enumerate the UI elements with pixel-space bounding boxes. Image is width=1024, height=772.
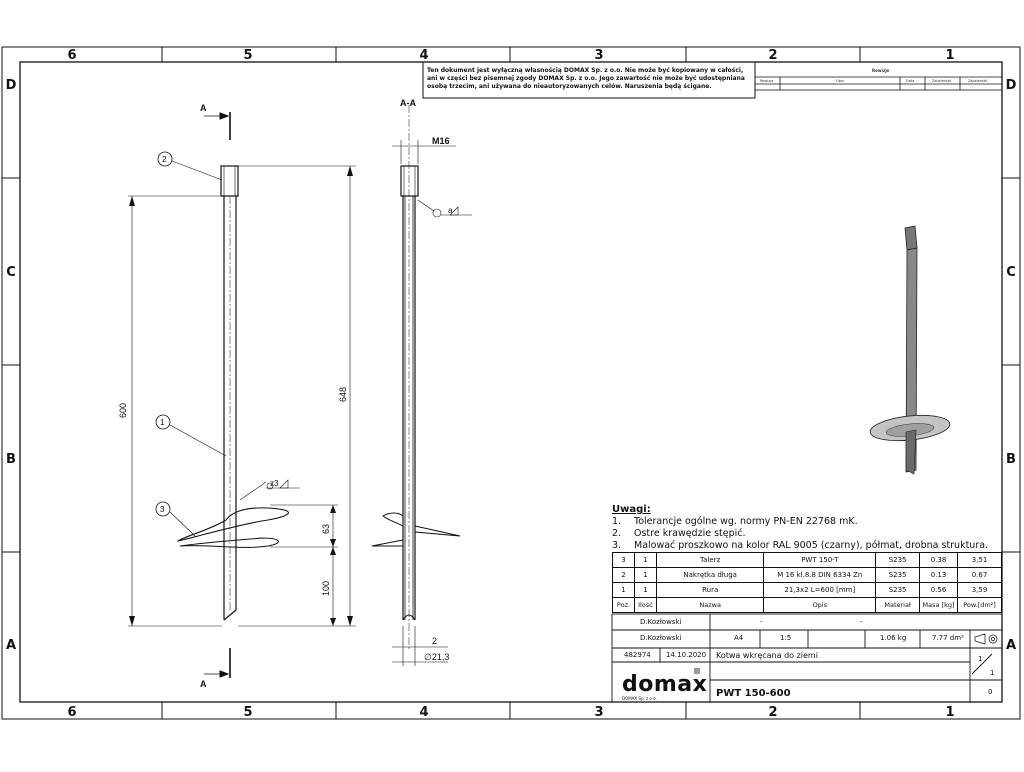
dim-2-label: 2 <box>432 636 437 646</box>
zone-col-1-bottom: 1 <box>945 705 955 720</box>
front-view <box>128 112 356 678</box>
notes-title: Uwagi: <box>612 504 651 515</box>
zone-col-4: 4 <box>419 48 429 63</box>
zone-col-1: 1 <box>945 48 955 63</box>
note-item: 1.Tolerancje ogólne wg. normy PN-EN 2276… <box>612 516 858 527</box>
zone-ticks <box>2 47 1020 719</box>
zone-col-6-bottom: 6 <box>67 705 77 720</box>
zone-col-3-bottom: 3 <box>594 705 604 720</box>
section-label-bottom: A <box>200 679 207 689</box>
sheet-number: 1 <box>978 655 983 663</box>
title-dot-2: - <box>860 618 863 626</box>
balloon-3-label: 3 <box>160 505 165 514</box>
part-number: PWT 150-600 <box>716 688 791 699</box>
title-block-lines <box>611 613 1003 703</box>
zone-row-a-right: A <box>1005 638 1017 653</box>
zone-col-4-bottom: 4 <box>419 705 429 720</box>
zone-col-2-bottom: 2 <box>768 705 778 720</box>
rev-header-approved2: Zatwierdził <box>968 79 988 83</box>
dim-648-label: 648 <box>338 387 348 402</box>
zone-col-3: 3 <box>594 48 604 63</box>
designer-name: D.Kozłowski <box>640 618 682 626</box>
outer-frame <box>1 46 1021 720</box>
dim-diam-label: ∅21,3 <box>424 652 449 662</box>
zone-row-b-right: B <box>1006 452 1016 467</box>
rev-header-desc: Opis <box>836 79 844 83</box>
drawing-scale: 1:5 <box>780 634 792 642</box>
paper-format: A4 <box>734 634 744 642</box>
zone-col-5: 5 <box>243 48 253 63</box>
section-view-label: A-A <box>400 98 416 108</box>
revision-number: 0 <box>988 688 993 696</box>
zone-col-6: 6 <box>67 48 77 63</box>
dim-63-label: 63 <box>321 524 331 534</box>
zone-row-c: C <box>6 265 16 280</box>
company-name: DOMAX Sp. z o.o. <box>622 696 657 701</box>
section-label-top: A <box>200 103 207 113</box>
part-mass: 1.06 kg <box>880 634 907 642</box>
rev-header-approved1: Zatwierdził <box>932 79 952 83</box>
note-item: 2.Ostre krawędzie stępić. <box>612 528 746 539</box>
logo-mark <box>694 668 700 674</box>
ownership-disclaimer: Ten dokument jest wyłączną własnością DO… <box>427 67 745 90</box>
zone-col-2: 2 <box>768 48 778 63</box>
thread-label: M16 <box>432 136 450 146</box>
weld-z-label: z3 <box>270 479 279 488</box>
zone-row-d-right: D <box>1005 78 1017 93</box>
zone-row-d: D <box>5 78 17 93</box>
company-logo: domax <box>622 672 708 697</box>
iso-view <box>869 225 951 475</box>
drawing-date: 14.10.2020 <box>666 651 707 659</box>
zone-row-b: B <box>6 452 16 467</box>
balloon-2-label: 2 <box>162 155 167 164</box>
title-dot-1: - <box>760 618 763 626</box>
revision-title: Rewizje <box>872 68 890 73</box>
dim-600-label: 600 <box>118 403 128 418</box>
sheet-total: 1 <box>990 669 995 677</box>
projection-symbol-icon <box>974 633 998 645</box>
rev-header-rev: Rewizja <box>760 79 774 83</box>
zone-col-5-bottom: 5 <box>243 705 253 720</box>
notes-block: Uwagi: 1.Tolerancje ogólne wg. normy PN-… <box>612 504 1002 552</box>
dim-100-label: 100 <box>321 581 331 596</box>
section-view <box>371 105 472 666</box>
zone-row-a: A <box>5 638 17 653</box>
drawing-number: 482974 <box>624 651 651 659</box>
revision-table-lines <box>754 61 1003 91</box>
weld-a-label: a <box>448 206 453 215</box>
balloon-1-label: 1 <box>160 418 165 427</box>
drawing-title: Kotwa wkręcana do ziemi <box>716 651 818 660</box>
part-surface: 7.77 dm² <box>932 634 964 642</box>
zone-row-c-right: C <box>1006 265 1016 280</box>
note-item: 3.Malować proszkowo na kolor RAL 9005 (c… <box>612 540 989 551</box>
checker-name: D.Kozłowski <box>640 634 682 642</box>
rev-header-date: Data <box>906 79 915 83</box>
